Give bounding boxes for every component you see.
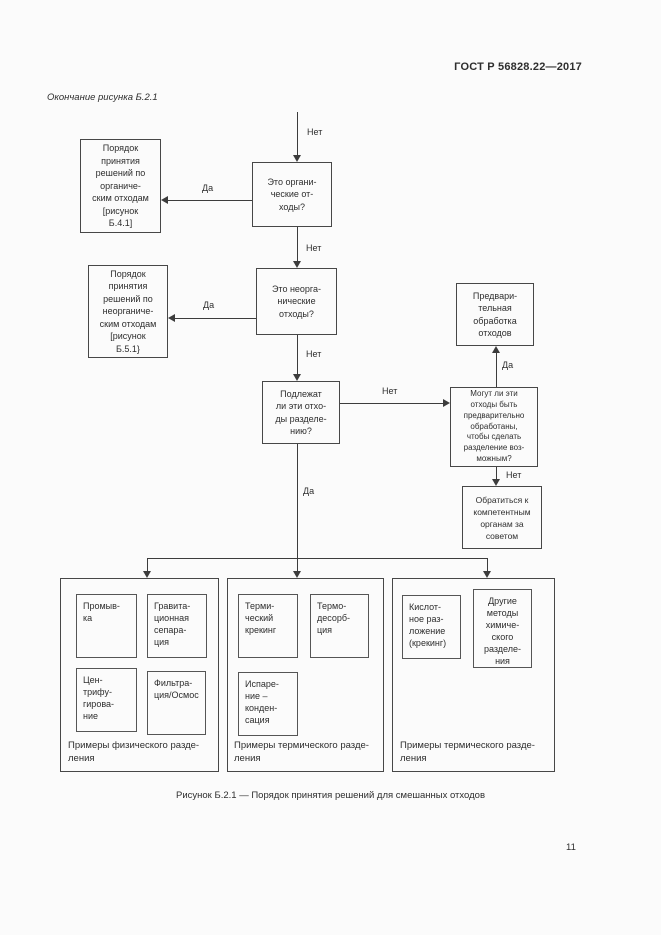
connector-yes-inorganic-line — [175, 318, 256, 319]
connector-branch-stub-3 — [487, 558, 488, 571]
method-washing: Промыв- ка — [76, 594, 137, 658]
connector-branch-stub-2 — [297, 558, 298, 571]
group-caption-physical: Примеры физического разде- ления — [68, 740, 200, 764]
method-acid-decomposition: Кислот- ное раз- ложение (крекинг) — [402, 595, 461, 659]
method-thermal-cracking: Терми- ческий крекинг — [238, 594, 298, 658]
connector-yes-organic-line — [168, 200, 252, 201]
arrowhead-down — [143, 571, 151, 578]
label-yes: Да — [201, 183, 215, 193]
arrowhead-down — [293, 155, 301, 162]
method-gravity-separation: Гравита- ционная сепара- ция — [147, 594, 207, 658]
connector-yes-pretreat-line — [496, 353, 497, 387]
arrowhead-left — [168, 314, 175, 322]
label-yes: Да — [202, 300, 216, 310]
label-no: Нет — [305, 349, 323, 359]
label-yes: Да — [302, 486, 316, 496]
method-thermal-desorption: Термо- десорб- ция — [310, 594, 369, 658]
page-number: 11 — [566, 842, 576, 853]
connector-yes-branch-line — [297, 444, 298, 558]
connector-no-2-line — [297, 335, 298, 374]
connector-branch-stub-1 — [147, 558, 148, 571]
decision-pretreatable: Могут ли эти отходы быть предварительно … — [450, 387, 538, 467]
connector-no-consult-line — [496, 467, 497, 479]
method-evaporation-condensation: Испаре- ние – конден- сация — [238, 672, 298, 736]
decision-inorganic-waste: Это неорга- нические отходы? — [256, 268, 337, 335]
connector-no-3-line — [340, 403, 443, 404]
process-consult-authorities: Обратиться к компетентным органам за сов… — [462, 486, 542, 549]
decision-organic-waste: Это органи- ческие от- ходы? — [252, 162, 332, 227]
arrowhead-up — [492, 346, 500, 353]
arrowhead-down — [492, 479, 500, 486]
label-no: Нет — [505, 470, 523, 480]
connector-entry-line — [297, 112, 298, 155]
figure-caption: Рисунок Б.2.1 — Порядок принятия решений… — [176, 790, 485, 801]
label-no: Нет — [306, 127, 324, 137]
label-no: Нет — [381, 386, 399, 396]
figure-continuation-note: Окончание рисунка Б.2.1 — [47, 92, 158, 103]
group-caption-thermal: Примеры термического разде- ления — [234, 740, 369, 764]
process-inorganic-procedure: Порядок принятия решений по неорганиче- … — [88, 265, 168, 358]
arrowhead-down — [483, 571, 491, 578]
arrowhead-down — [293, 261, 301, 268]
arrowhead-left — [161, 196, 168, 204]
label-no: Нет — [305, 243, 323, 253]
arrowhead-down — [293, 374, 301, 381]
connector-branch-bar — [147, 558, 488, 559]
method-filtration-osmosis: Фильтра- ция/Осмос — [147, 671, 206, 735]
process-pretreatment: Предвари- тельная обработка отходов — [456, 283, 534, 346]
arrowhead-down — [293, 571, 301, 578]
arrowhead-right — [443, 399, 450, 407]
group-caption-chemical: Примеры термического разде- ления — [400, 740, 535, 764]
document-header: ГОСТ Р 56828.22—2017 — [454, 61, 582, 73]
process-organic-procedure: Порядок принятия решений по органиче- ск… — [80, 139, 161, 233]
label-yes: Да — [501, 360, 515, 370]
method-other-chemical: Другие методы химиче- ского разделе- ния — [473, 589, 532, 668]
decision-separable: Подлежат ли эти отхо- ды разделе- нию? — [262, 381, 340, 444]
connector-no-1-line — [297, 227, 298, 261]
method-centrifugation: Цен- трифу- гирова- ние — [76, 668, 137, 732]
